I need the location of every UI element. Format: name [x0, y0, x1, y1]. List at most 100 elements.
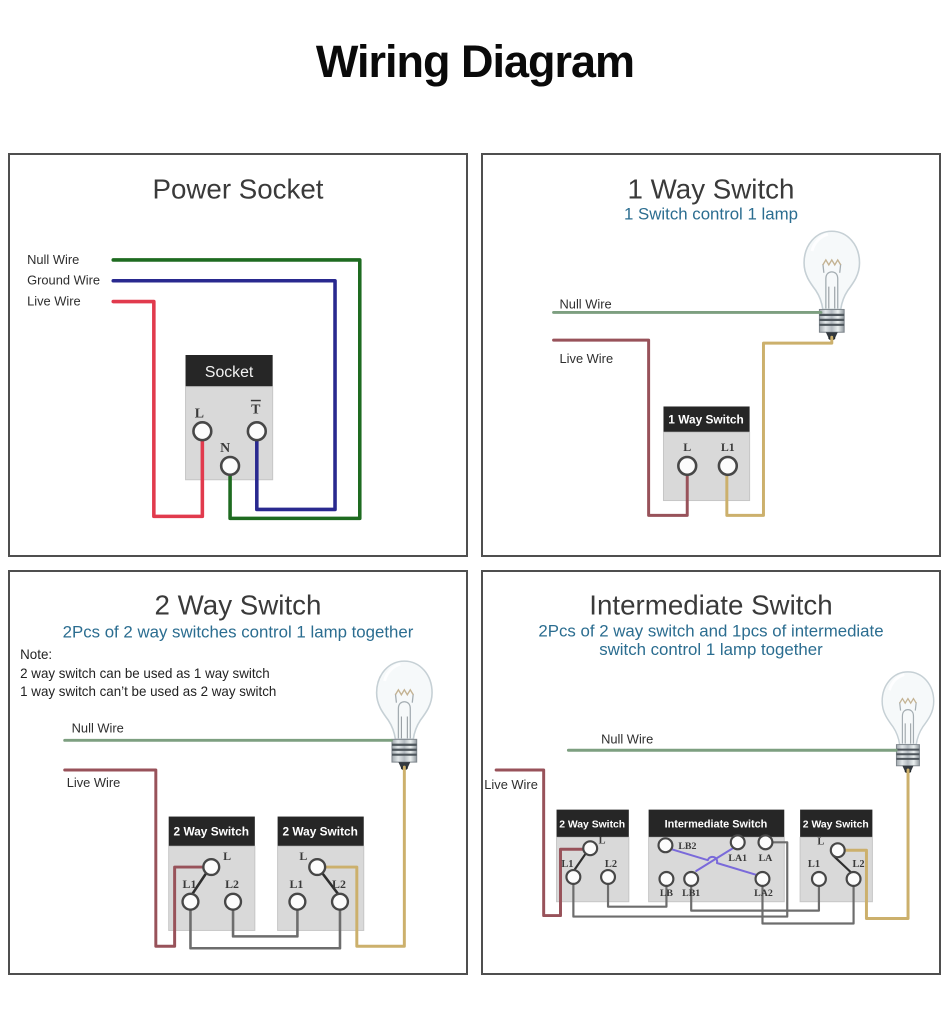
strap-wire-la2-to-l2	[761, 884, 855, 925]
switch-box-header	[800, 809, 873, 838]
switch-box-header	[277, 816, 364, 847]
panel-intermediate-switch: Intermediate Switch 2Pcs of 2 way switch…	[481, 570, 941, 975]
note-line2: 1 way switch can’t be used as 2 way swit…	[20, 684, 276, 699]
panel-two-way-switch: 2 Way Switch 2Pcs of 2 way switches cont…	[8, 570, 468, 975]
terminal-la1	[729, 834, 746, 851]
terminal-lb2	[657, 837, 674, 854]
light-bulb-icon	[880, 670, 936, 775]
live-wire	[494, 768, 585, 918]
switch-box-header	[168, 816, 255, 847]
strap-wire-l2-to-l1	[231, 908, 299, 938]
strap-wire-l1-to-la	[572, 841, 789, 918]
wire-label-live: Live Wire	[560, 351, 614, 366]
switch-lever-left	[573, 853, 587, 872]
strap-wire-lb1-to-l1	[690, 884, 821, 912]
switch-box-label: 2 Way Switch	[559, 819, 625, 830]
note-line1: 2 way switch can be used as 1 way switch	[20, 666, 270, 681]
switch-box-label: Intermediate Switch	[665, 818, 768, 830]
page-title: Wiring Diagram	[315, 36, 635, 87]
panel-subtitle: 1 Switch control 1 lamp	[624, 204, 798, 223]
wire-label-null: Null Wire	[560, 296, 612, 311]
note-title: Note:	[20, 647, 52, 662]
switch-box-label: 2 Way Switch	[282, 824, 357, 838]
terminal-l1-label: L1	[183, 877, 197, 891]
terminal-l1	[717, 455, 739, 477]
terminal-l2-1	[223, 892, 243, 911]
terminal-l2-label: L2	[852, 859, 864, 870]
terminal-l2-label: L2	[605, 859, 617, 870]
terminal-l1-2	[288, 892, 307, 911]
terminal-l	[677, 455, 698, 477]
wire-label-live: Live Wire	[67, 775, 121, 790]
terminal-la1-label: LA1	[728, 853, 747, 864]
terminal-l-right	[829, 842, 846, 859]
terminal-l1-label: L1	[289, 877, 303, 891]
terminal-la-label: LA	[759, 853, 774, 864]
wire-label-null: Null Wire	[27, 252, 79, 267]
terminal-la2-label: LA2	[754, 888, 773, 899]
panel-one-way-switch: 1 Way Switch 1 Switch control 1 lamp Nul…	[481, 153, 941, 557]
switch-box-label: 2 Way Switch	[803, 819, 869, 830]
panel-title: 2 Way Switch	[155, 590, 322, 621]
terminal-l2-2	[330, 892, 350, 911]
panel-subtitle-line2: switch control 1 lamp together	[599, 640, 823, 659]
terminal-l-label: L	[683, 440, 691, 454]
wire-label-live: Live Wire	[484, 777, 538, 792]
lamp-wire	[725, 335, 834, 517]
live-wire	[552, 338, 689, 517]
switch-lever-2	[320, 871, 340, 896]
switch-box-header	[663, 406, 750, 433]
lamp-wire	[323, 765, 406, 948]
live-wire	[63, 768, 205, 948]
terminal-l1-label: L1	[808, 859, 820, 870]
terminal-l1-label: L1	[561, 859, 573, 870]
terminal-l1-right	[810, 870, 827, 887]
panel-subtitle-line1: 2Pcs of 2 way switch and 1pcs of interme…	[538, 621, 883, 640]
internal-link-lb2-la2	[670, 848, 758, 876]
strap-wire-l1-to-l2	[189, 908, 342, 950]
panel-power-socket: Power Socket Null Wire Ground Wire Live …	[8, 153, 468, 557]
wire-label-ground: Ground Wire	[27, 273, 100, 288]
terminal-lb1-label: LB1	[682, 888, 700, 899]
strap-wire-l2-to-lb	[606, 882, 668, 908]
terminal-lb-label: LB	[660, 888, 674, 899]
wire-label-null: Null Wire	[72, 720, 124, 735]
terminal-l1-label: L1	[721, 440, 735, 454]
socket-box-label: Socket	[205, 364, 254, 381]
terminal-l-label: L	[817, 836, 824, 847]
terminal-l-1	[202, 857, 221, 877]
ground-wire	[111, 278, 337, 512]
wire-label-live: Live Wire	[27, 293, 81, 308]
switch-box-label: 1 Way Switch	[668, 412, 743, 426]
null-wire	[111, 258, 362, 521]
light-bulb-icon	[375, 659, 434, 772]
switch-box-header	[556, 809, 629, 838]
panel-title: Power Socket	[152, 174, 323, 205]
terminal-l-label: L	[599, 835, 606, 846]
light-bulb-icon	[802, 229, 862, 342]
terminal-lb2-label: LB2	[678, 841, 696, 852]
terminal-l-left	[582, 840, 599, 857]
switch-box-label: 2 Way Switch	[174, 824, 249, 838]
terminal-t-label: T	[251, 401, 261, 416]
switch-box-header	[648, 809, 785, 838]
terminal-l	[192, 421, 213, 442]
terminal-l1-left	[565, 868, 582, 885]
terminal-l2-label: L2	[332, 877, 346, 891]
terminal-l2-right	[845, 870, 862, 887]
panel-title: Intermediate Switch	[589, 590, 832, 621]
live-wire	[111, 299, 205, 519]
terminal-l-label: L	[195, 405, 204, 420]
panel-title: 1 Way Switch	[628, 174, 795, 205]
terminal-lb1	[683, 870, 700, 887]
terminal-la	[757, 834, 774, 851]
terminal-lb	[658, 870, 675, 887]
terminal-l2-label: L2	[225, 877, 239, 891]
terminal-l-label: L	[299, 849, 307, 863]
lamp-wire	[843, 768, 910, 921]
terminal-l1-1	[181, 892, 200, 911]
terminal-l-label: L	[223, 849, 231, 863]
socket-box-header	[185, 355, 273, 387]
one-way-switch-box: 1 Way Switch	[662, 406, 751, 502]
